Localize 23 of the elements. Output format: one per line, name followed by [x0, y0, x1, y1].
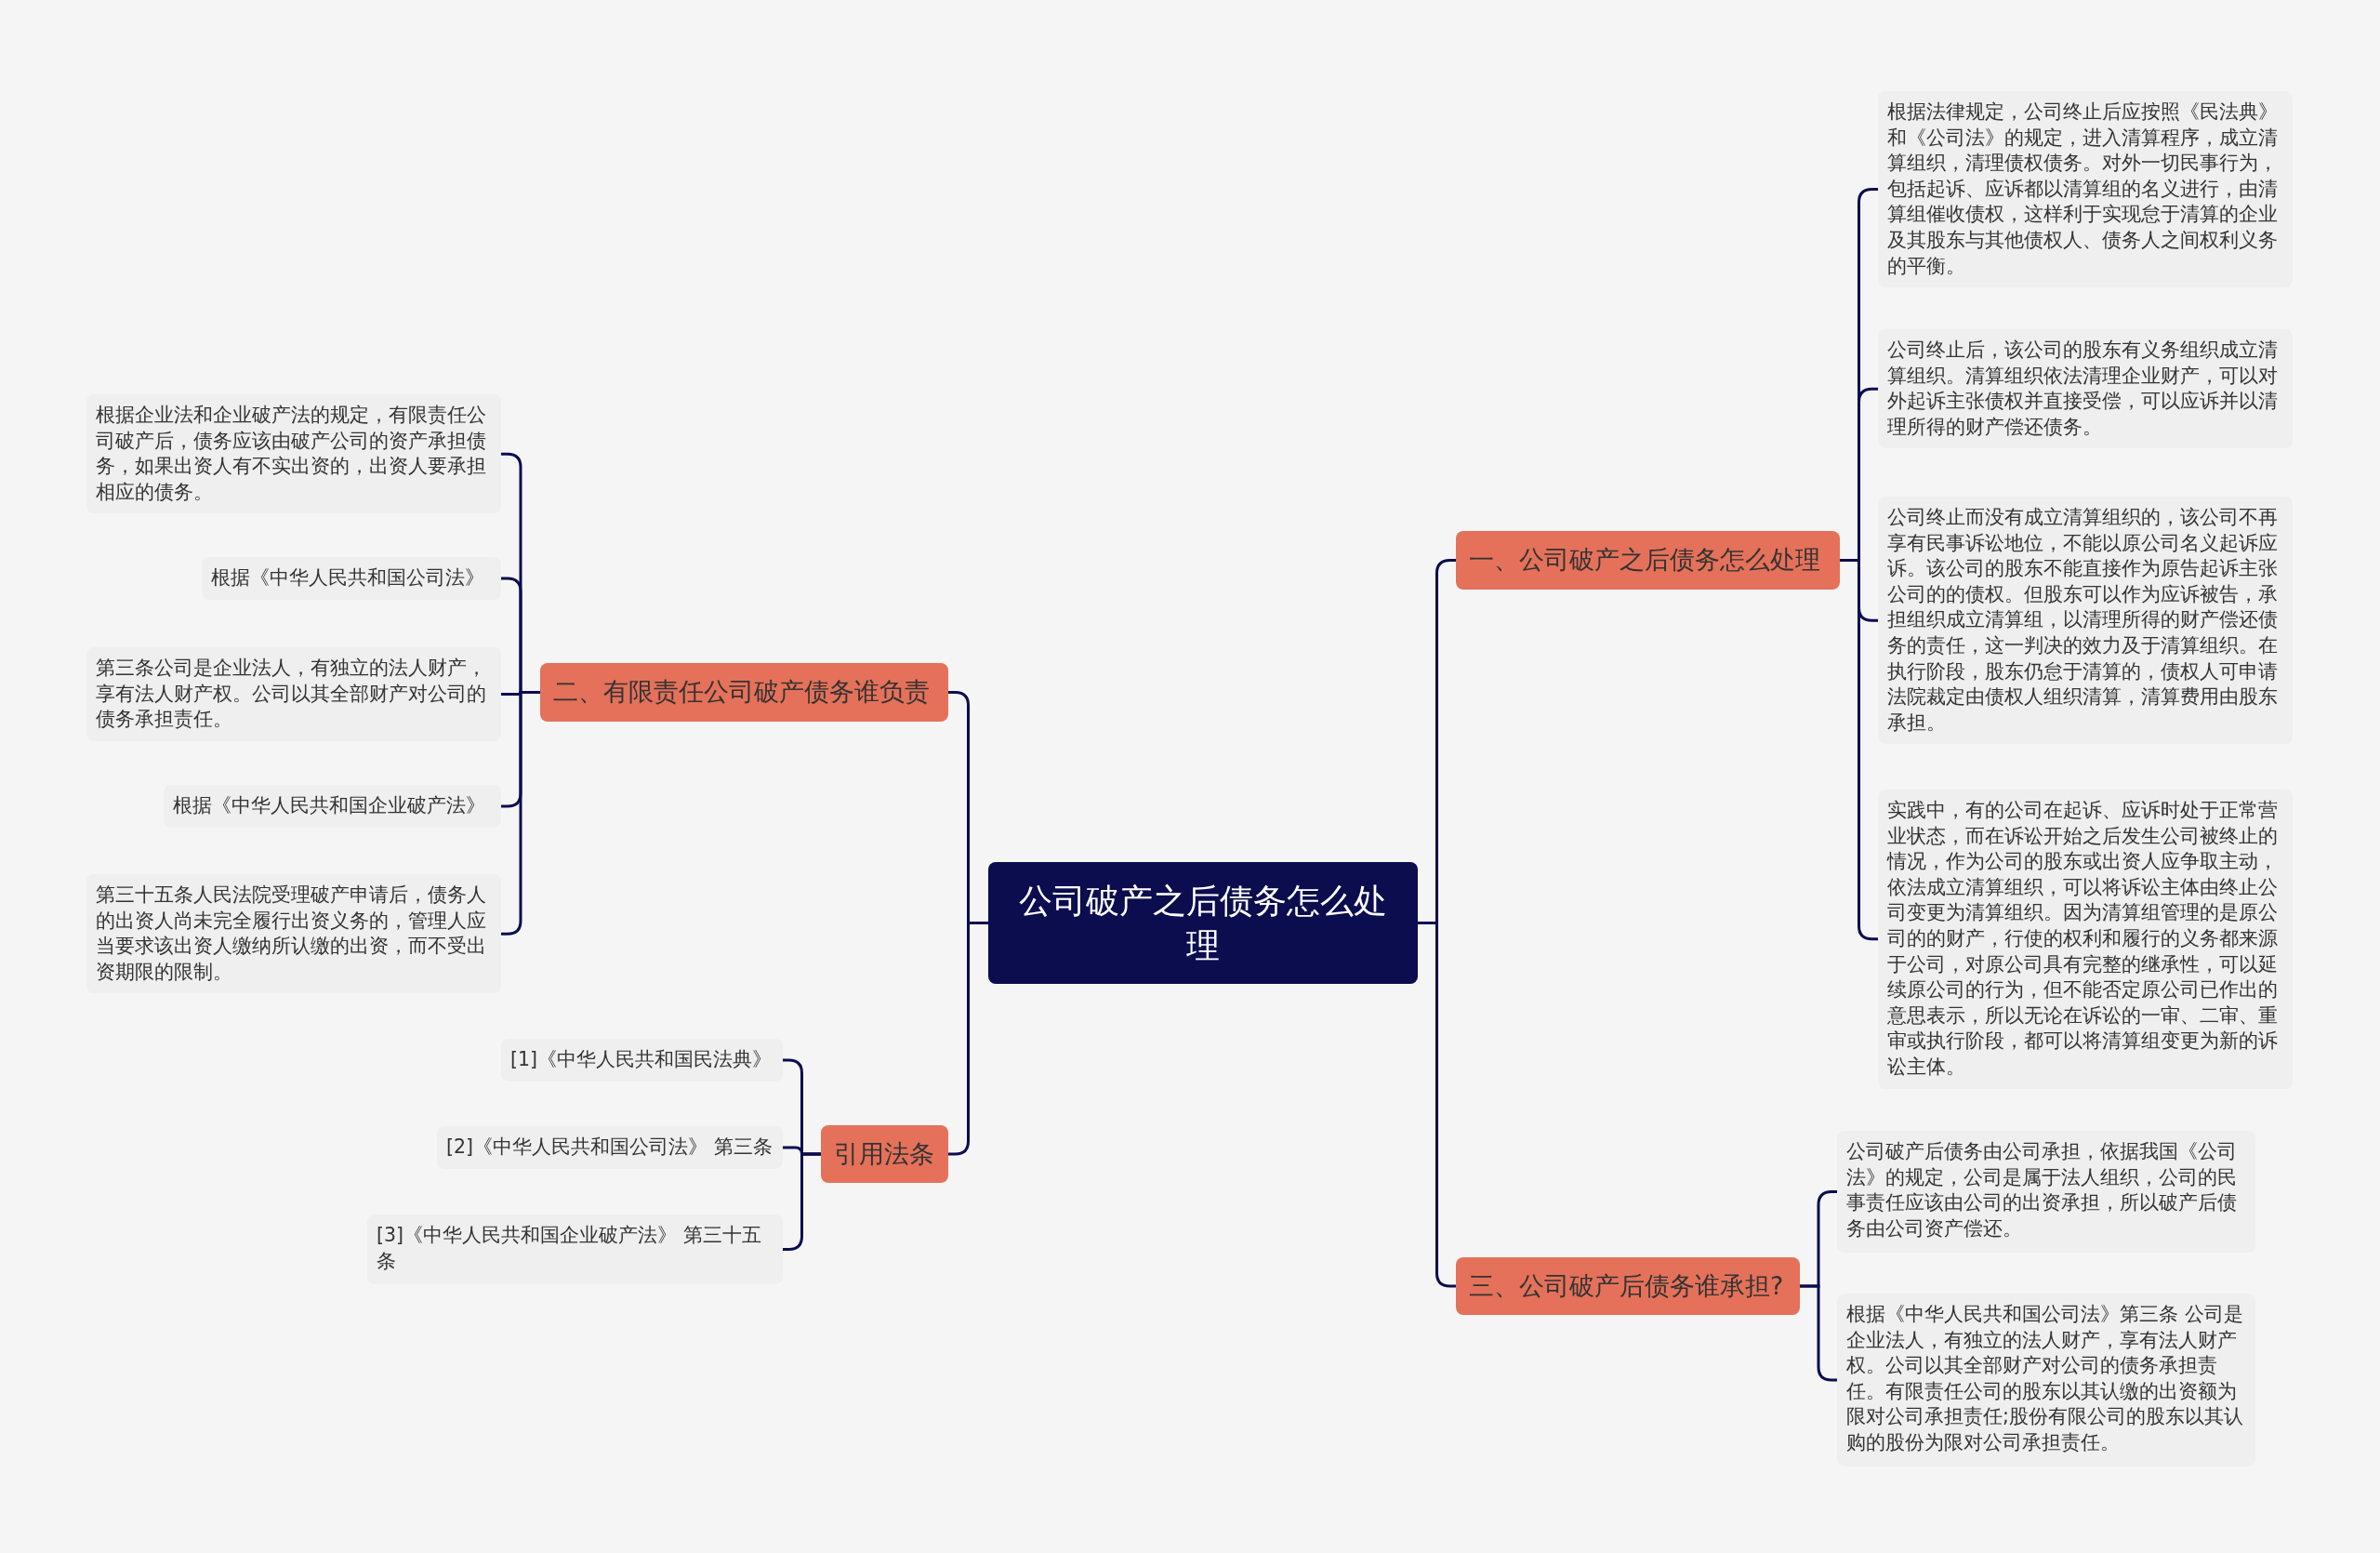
connector-line [783, 1152, 821, 1251]
text-card: 根据《中华人民共和国公司法》第三条 公司是企业法人，有独立的法人财产，享有法人财产权。公司以其全部财产对公司的债务承担责任。有限责任公司的股东以其认缴的出资额为限对公司承担责任;股份有限公司的股东以其认购的股份为限对公司承担责任。 [1837, 1294, 2255, 1467]
text-card: [3]《中华人民共和国企业破产法》 第三十五条 [367, 1215, 783, 1284]
text-card: 公司终止而没有成立清算组织的，该公司不再享有民事诉讼地位，不能以原公司名义起诉应诉。该公司的股东不能直接作为原告起诉主张公司的的债权。但股东可以作为应诉被告，承担组织成立清算组，以清理所得的财产偿还债务的责任，这一判决的效力及于清算组织。在执行阶段，股东仍怠于清算的，债权人可申请法院裁定由债权人组织清算，清算费用由股东承担。 [1878, 497, 2293, 745]
text-card: 根据《中华人民共和国公司法》 [202, 557, 501, 600]
text-card: 公司终止后，该公司的股东有义务组织成立清算组织。清算组织依法清理企业财产，可以对外起诉主张债权并直接受偿，可以应诉并以清理所得的财产偿还债务。 [1878, 329, 2293, 449]
text-card: 根据法律规定，公司终止后应按照《民法典》和《公司法》的规定，进入清算程序，成立清算组织，清理债权债务。对外一切民事行为，包括起诉、应诉都以清算组的名义进行，由清算组催收债权，这样利于实现怠于清算的企业及其股东与其他债权人、债务人之间权利义务的平衡。 [1878, 91, 2293, 288]
text-card: 根据《中华人民共和国企业破产法》 [164, 785, 501, 828]
text-card: 第三十五条人民法院受理破产申请后，债务人的出资人尚未完全履行出资义务的，管理人应当要求该出资人缴纳所认缴的出资，而不受出资期限的限制。 [86, 874, 501, 994]
connector-line [1840, 559, 1878, 941]
branch-topic-box: 引用法条 [821, 1125, 948, 1183]
text-card: [1]《中华人民共和国民法典》 [501, 1039, 783, 1082]
text-card: 实践中，有的公司在起诉、应诉时处于正常营业状态，而在诉讼开始之后发生公司被终止的情况，作为公司的股东或出资人应争取主动，依法成立清算组织，可以将诉讼主体由终止公司变更为清算组织。因为清算组管理的是原公司的的财产，行使的权利和履行的义务都来源于公司，对原公司具有完整的继承性，可以延续原公司的行为，但不能否定原公司已作出的意思表示，所以无论在诉讼的一审、二审、重审或执行阶段，都可以将清算组变更为新的诉讼主体。 [1878, 790, 2293, 1089]
branch-topic-box: 二、有限责任公司破产债务谁负责 [540, 663, 948, 722]
text-card: [2]《中华人民共和国公司法》 第三条 [437, 1126, 783, 1169]
text-card: 第三条公司是企业法人，有独立的法人财产，享有法人财产权。公司以其全部财产对公司的债务承担责任。 [86, 647, 501, 741]
text-card: 根据企业法和企业破产法的规定，有限责任公司破产后，债务应该由破产公司的资产承担债务，如果出资人有不实出资的，出资人要承担相应的债务。 [86, 394, 501, 514]
text-card: 公司破产后债务由公司承担，依据我国《公司法》的规定，公司是属于法人组织，公司的民事责任应该由公司的出资承担，所以破产后债务由公司资产偿还。 [1837, 1131, 2255, 1253]
central-topic-box: 公司破产之后债务怎么处理 [988, 862, 1418, 984]
branch-topic-box: 三、公司破产后债务谁承担? [1456, 1257, 1800, 1315]
connector-line [948, 922, 988, 1156]
branch-topic-box: 一、公司破产之后债务怎么处理 [1456, 531, 1840, 590]
connector-line [1418, 922, 1456, 1288]
